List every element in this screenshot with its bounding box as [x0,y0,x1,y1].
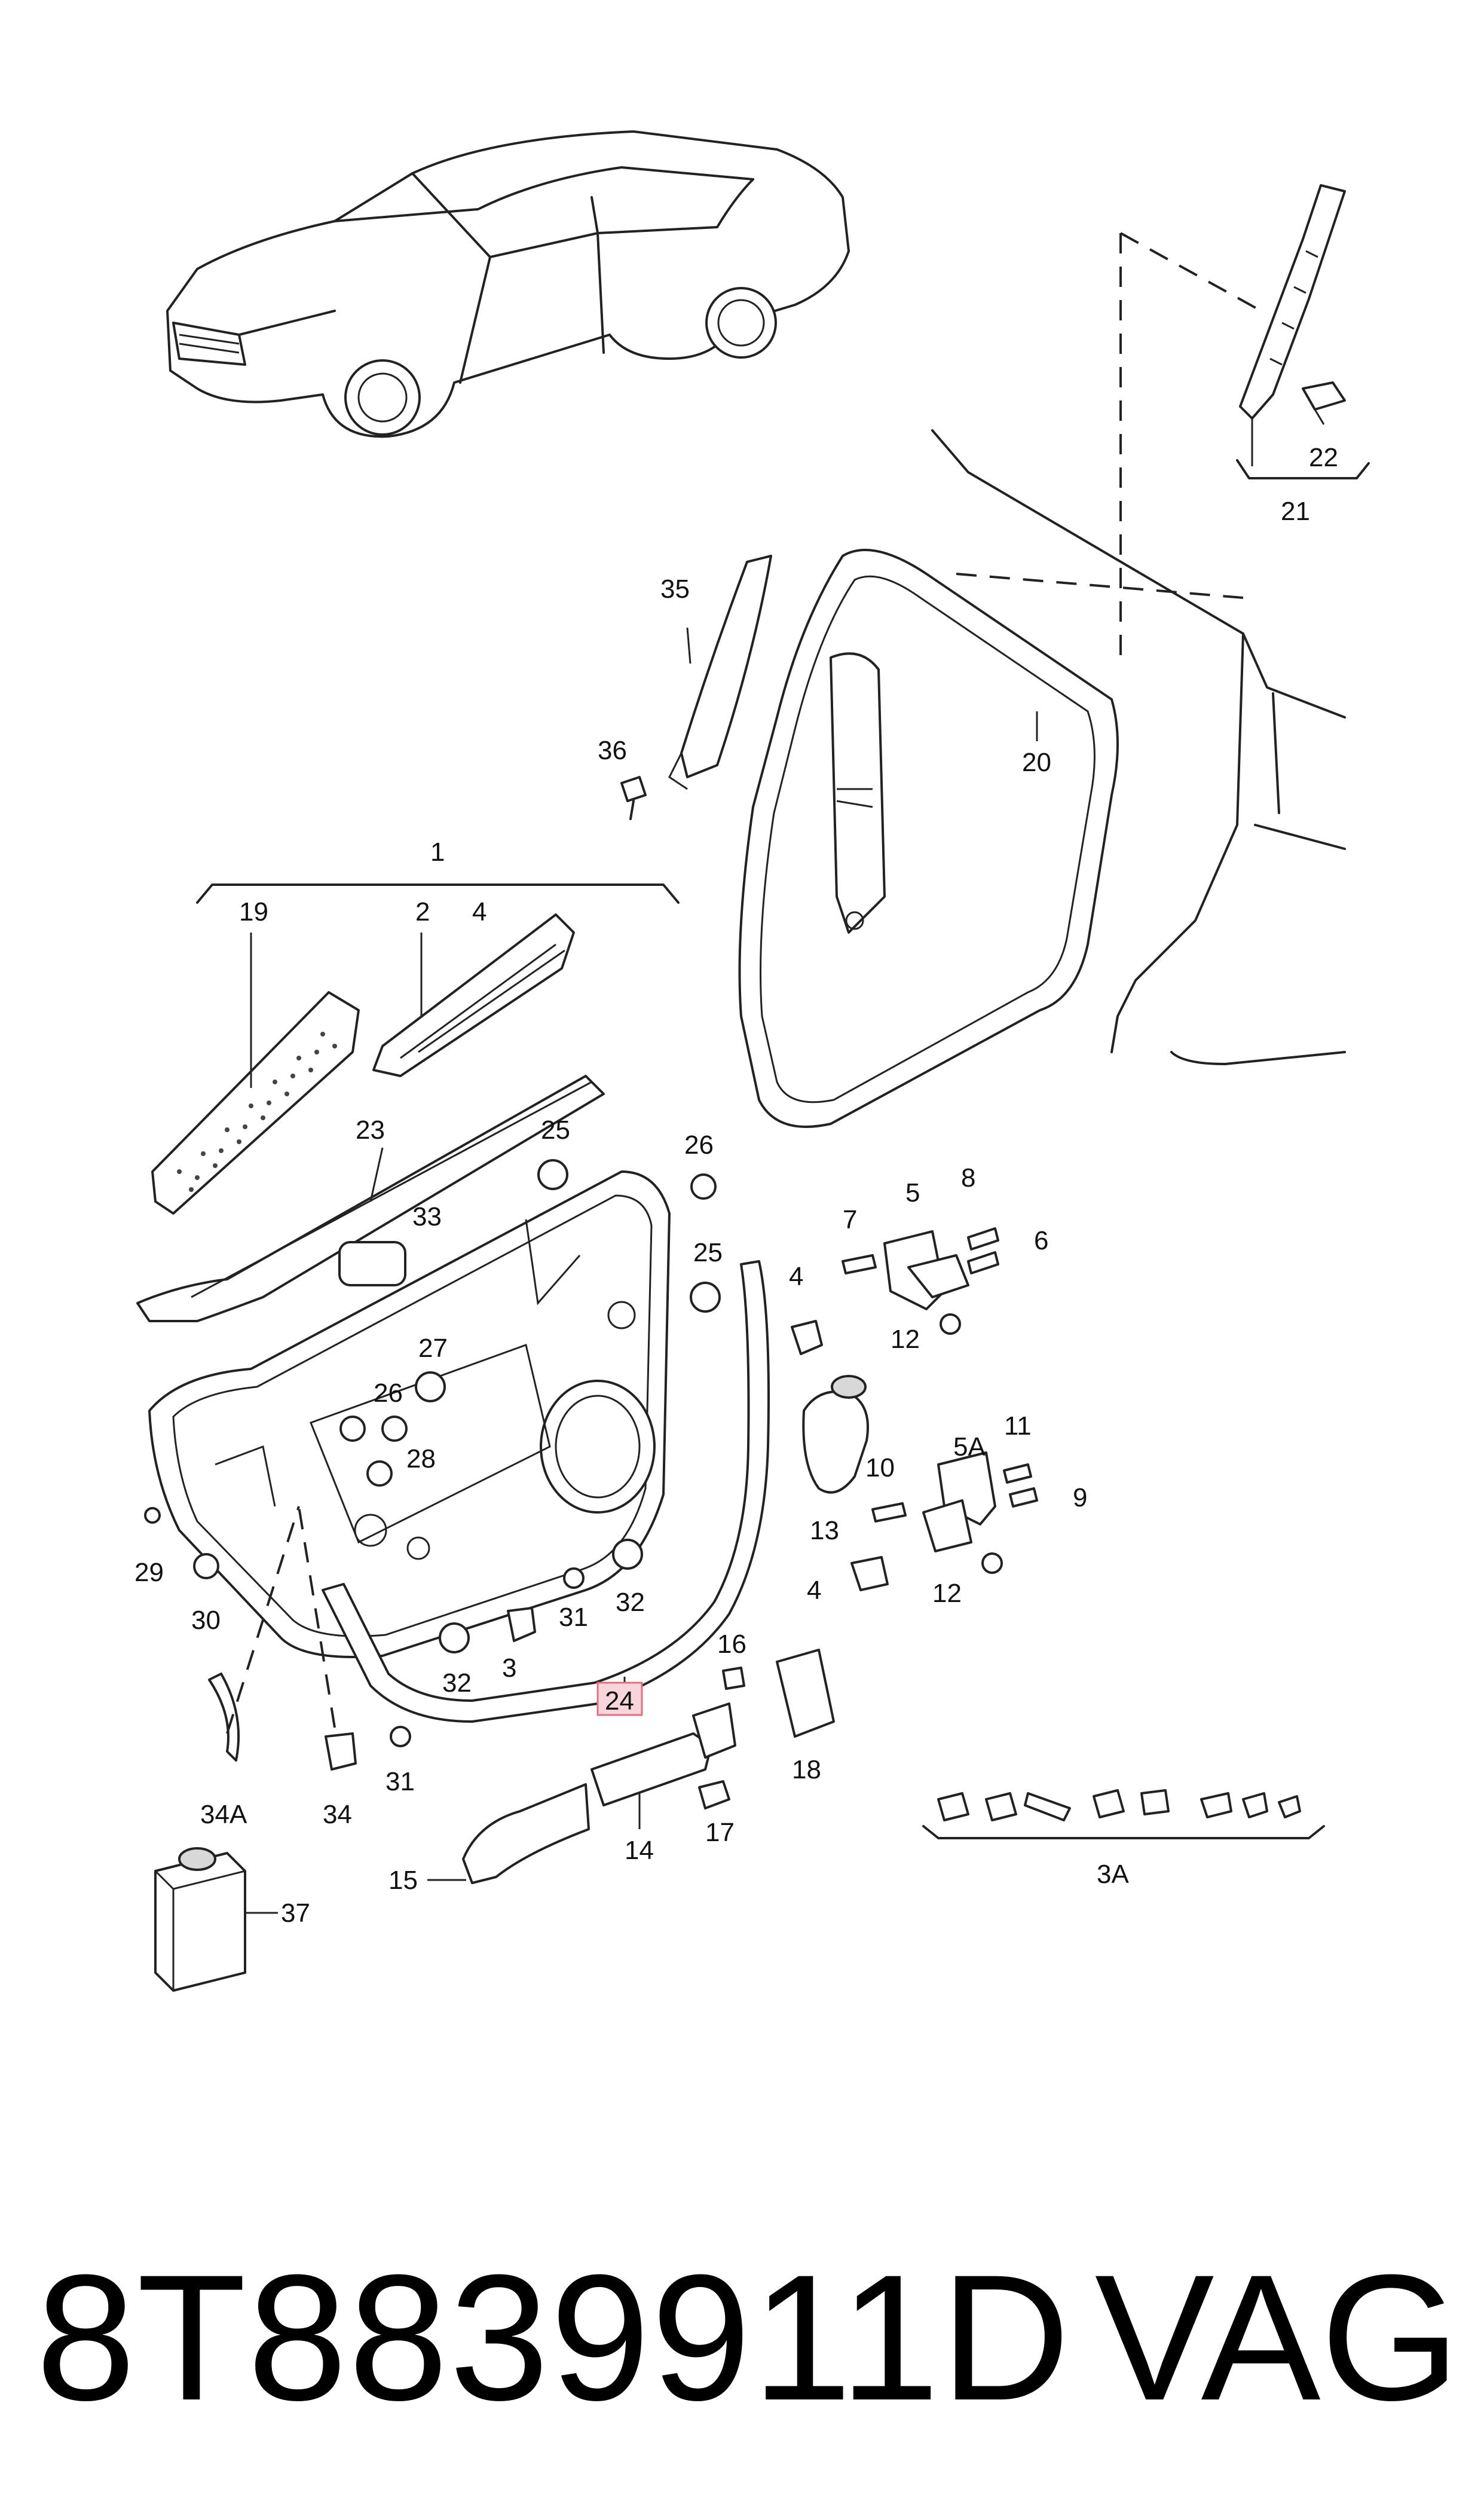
highlighted-callout-24 [596,1682,643,1716]
clip-29 [144,1507,161,1524]
fastener-set-3a [922,1789,1325,1839]
plug-32-lower [439,1622,470,1653]
callout-2: 2 [415,897,430,927]
callout-7: 7 [843,1205,857,1234]
part-number: 8T8839911D [36,2237,1072,2438]
cable-34a [208,1673,240,1762]
dashed-guide-line [298,1506,336,1728]
callout-37: 37 [281,1899,310,1928]
callout-15: 15 [388,1866,418,1895]
bracket-4-upper [791,1320,823,1355]
brand-label: VAG [1094,2237,1460,2438]
nut-31-lower [390,1726,411,1747]
callout-25b: 25 [693,1238,723,1267]
callout-35: 35 [660,574,690,604]
callout-33: 33 [412,1202,442,1231]
callout-8: 8 [961,1163,975,1193]
door-check-14 [590,1702,736,1829]
callout-3: 3 [502,1653,516,1683]
callout-34a: 34A [200,1800,247,1829]
callout-5: 5 [905,1178,920,1207]
plug-26-lower [381,1416,408,1442]
callout-4c: 4 [807,1576,821,1605]
plug-32-right [612,1539,643,1570]
pillar-trim-35 [620,555,772,820]
parts-diagram: 22 21 20 35 36 1 19 2 4 [134,130,1370,1992]
door-seal-24 [322,1260,770,1723]
callout-26a: 26 [684,1130,714,1160]
callout-26b: 26 [374,1378,403,1408]
callout-12a: 12 [891,1325,920,1354]
window-guide-2 [372,913,575,1077]
callout-9: 9 [1073,1483,1087,1512]
container-37 [154,1847,278,1992]
grommet-33 [338,1241,406,1286]
callout-31a: 31 [559,1603,588,1632]
bracket-4-lower [850,1556,889,1591]
insulation-pad-19 [151,933,360,1215]
hinge-5a [871,1451,1038,1574]
plug-25-right [690,1282,721,1313]
dashed-guide-line [1120,232,1262,312]
bolt-3 [507,1607,536,1642]
callout-24: 24 [605,1686,634,1716]
nut-31-right [563,1567,585,1589]
seal-18 [776,1649,835,1738]
door-panel-illustration [148,1170,671,1658]
callout-3a: 3A [1097,1860,1129,1889]
dashed-guide-line [226,1506,300,1734]
plug-28b [366,1460,393,1487]
body-opening-illustration [738,429,1346,1128]
callout-18: 18 [792,1755,821,1784]
housing-13 [802,1390,869,1494]
callout-19: 19 [239,897,268,927]
callout-32a: 32 [616,1588,645,1617]
callout-4a: 4 [472,897,486,927]
callout-10: 10 [865,1453,895,1482]
callout-6: 6 [1034,1226,1048,1255]
hinge-5 [842,1227,999,1335]
callout-16: 16 [717,1630,746,1659]
callout-5a: 5A [953,1432,986,1462]
dashed-guide-line [956,573,1244,599]
callout-27: 27 [418,1334,448,1363]
window-frame-23 [136,1075,605,1322]
bolt-16 [722,1667,745,1690]
callout-14: 14 [625,1836,654,1865]
cover-15 [462,1783,590,1884]
car-overview-illustration [166,130,850,438]
callout-28: 28 [406,1444,436,1474]
callout-1: 1 [430,837,445,867]
callout-21: 21 [1281,497,1310,526]
callout-4b: 4 [789,1262,803,1291]
cap-13 [831,1375,867,1399]
callout-29: 29 [134,1558,164,1587]
callout-25a: 25 [541,1115,570,1145]
plug-26-upper [690,1173,717,1200]
callout-36: 36 [598,736,627,765]
callout-31b: 31 [385,1767,415,1796]
callout-32b: 32 [442,1668,472,1698]
callout-17: 17 [705,1818,735,1847]
clip-34 [325,1732,357,1771]
callout-23: 23 [356,1115,385,1145]
trim-strip-21 [1236,184,1370,479]
plug-25-upper [537,1159,568,1190]
plug-27 [415,1371,446,1402]
plug-28a [339,1416,366,1442]
callout-34: 34 [323,1800,352,1829]
plug-30 [193,1553,219,1579]
callout-30: 30 [191,1606,221,1635]
callout-13: 13 [810,1516,839,1545]
assembly-bracket-1 [196,884,680,904]
callout-20: 20 [1022,748,1051,777]
callout-11: 11 [1004,1411,1032,1441]
callout-12b: 12 [932,1579,962,1608]
bolt-17 [698,1780,730,1809]
callout-22: 22 [1309,443,1338,472]
